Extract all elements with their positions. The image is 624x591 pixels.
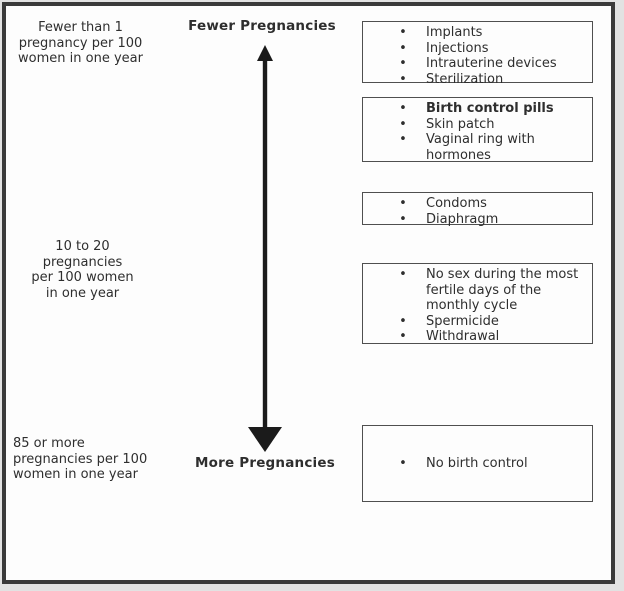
method-item-label: Spermicide — [426, 313, 499, 329]
method-item-label: Injections — [426, 40, 489, 56]
rate-label-line: pregnancies per 100 — [13, 451, 148, 467]
method-item: • Withdrawal — [363, 329, 588, 345]
method-item-label: No sex during the most fertile days of t… — [426, 267, 579, 313]
rate-label-line: 85 or more — [13, 436, 85, 451]
method-item: • Sterilization — [363, 72, 588, 88]
rate-label-line: in one year — [45, 285, 120, 301]
rate-label-line: Fewer than 1 — [38, 20, 123, 35]
rate-label-bottom: 85 or more pregnancies per 100 women in … — [13, 436, 188, 483]
more-pregnancies-label: More Pregnancies — [195, 455, 335, 471]
bullet-icon: • — [399, 101, 407, 116]
rate-label-line: women in one year — [18, 51, 143, 66]
bullet-icon: • — [399, 116, 407, 132]
rate-label-line: women in one year — [13, 467, 138, 482]
method-item: • Diaphragm — [363, 212, 588, 228]
rate-label-line: per 100 women — [31, 270, 134, 285]
bullet-icon: • — [399, 56, 407, 71]
rate-label-top: Fewer than 1 pregnancy per 100 women in … — [8, 20, 153, 67]
rate-label-line: pregnancies — [42, 254, 123, 270]
method-box-1: • Implants • Injections • Intrauterine d… — [362, 21, 593, 87]
method-item: • Condoms — [363, 196, 588, 212]
bullet-icon: • — [399, 267, 407, 282]
method-box-2: • Birth control pills • Skin patch • Vag… — [362, 97, 593, 163]
method-item-label: Skin patch — [426, 116, 495, 132]
method-box-3: • Condoms • Diaphragm — [362, 192, 593, 228]
bullet-icon: • — [399, 329, 407, 344]
method-item-label: Withdrawal — [426, 329, 500, 344]
method-item-label: Implants — [426, 25, 483, 40]
bullet-icon: • — [399, 40, 407, 56]
method-item: • Vaginal ring with hormones — [363, 132, 588, 163]
bullet-icon: • — [399, 196, 407, 211]
bullet-icon: • — [399, 455, 407, 471]
method-item: • Implants — [363, 25, 588, 41]
method-item: • No sex during the most fertile days of… — [363, 267, 588, 314]
rate-label-line: 10 to 20 — [55, 239, 110, 254]
method-item: • Birth control pills — [363, 101, 588, 117]
method-item-label: Intrauterine devices — [426, 56, 557, 71]
method-item-label: Birth control pills — [426, 101, 554, 116]
method-box-4: • No sex during the most fertile days of… — [362, 263, 593, 344]
bullet-icon: • — [399, 132, 407, 147]
double-arrow-icon — [248, 45, 282, 452]
method-item: • Skin patch — [363, 117, 588, 133]
method-item-label: Vaginal ring with hormones — [426, 132, 535, 163]
method-item-label: Diaphragm — [426, 211, 499, 227]
fewer-pregnancies-label: Fewer Pregnancies — [188, 18, 336, 34]
method-item-label: No birth control — [426, 455, 528, 471]
method-item-label: Condoms — [426, 196, 487, 211]
bullet-icon: • — [399, 25, 407, 40]
method-box-5: • No birth control — [362, 425, 593, 502]
method-item-label: Sterilization — [426, 71, 504, 87]
rate-label-line: pregnancy per 100 — [18, 35, 143, 51]
bullet-icon: • — [399, 313, 407, 329]
method-item: • Spermicide — [363, 314, 588, 330]
method-item: • Injections — [363, 41, 588, 57]
rate-label-middle: 10 to 20 pregnancies per 100 women in on… — [15, 239, 150, 301]
method-item: • Intrauterine devices — [363, 56, 588, 72]
method-item: • No birth control — [363, 456, 588, 472]
bullet-icon: • — [399, 211, 407, 227]
bullet-icon: • — [399, 71, 407, 87]
